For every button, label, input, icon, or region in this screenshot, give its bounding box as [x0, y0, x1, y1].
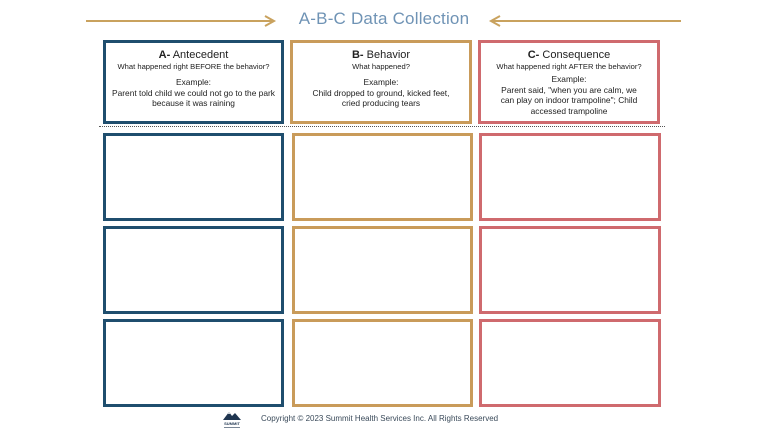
dotted-divider — [99, 126, 665, 127]
behavior-example-label: Example: — [363, 77, 399, 87]
antecedent-header: A- Antecedent What happened right BEFORE… — [103, 40, 284, 124]
left-arrow-icon — [488, 15, 681, 27]
page-title: A-B-C Data Collection — [298, 9, 470, 28]
behavior-question: What happened? — [352, 62, 410, 71]
copyright-notice: Copyright © 2023 Summit Health Services … — [261, 414, 499, 423]
consequence-entry-cell[interactable] — [479, 319, 661, 407]
antecedent-question: What happened right BEFORE the behavior? — [117, 62, 270, 71]
antecedent-entry-cell[interactable] — [103, 133, 284, 221]
svg-text:SUMMIT: SUMMIT — [224, 421, 240, 426]
behavior-title: B- Behavior — [351, 49, 411, 61]
consequence-entry-cell[interactable] — [479, 226, 661, 314]
antecedent-example-label: Example: — [176, 77, 211, 87]
antecedent-title: A- Antecedent — [158, 49, 229, 61]
antecedent-entry-cell[interactable] — [103, 319, 284, 407]
right-arrow-icon — [86, 15, 277, 27]
consequence-question: What happened right AFTER the behavior? — [496, 62, 642, 71]
consequence-entry-cell[interactable] — [479, 133, 661, 221]
behavior-entry-cell[interactable] — [292, 319, 473, 407]
consequence-example-label: Example: — [551, 74, 587, 84]
consequence-example-text: Parent said, "when you are calm, we can … — [500, 84, 638, 116]
behavior-entry-cell[interactable] — [292, 226, 473, 314]
behavior-example-text: Child dropped to ground, kicked feet, cr… — [312, 87, 450, 109]
consequence-header: C- Consequence What happened right AFTER… — [478, 40, 660, 124]
behavior-entry-cell[interactable] — [292, 133, 473, 221]
consequence-title: C- Consequence — [527, 49, 611, 61]
behavior-header: B- Behavior What happened? Example: Chil… — [290, 40, 472, 124]
summit-logo: SUMMIT — [223, 412, 241, 428]
antecedent-example-text: Parent told child we could not go to the… — [112, 87, 275, 109]
antecedent-entry-cell[interactable] — [103, 226, 284, 314]
